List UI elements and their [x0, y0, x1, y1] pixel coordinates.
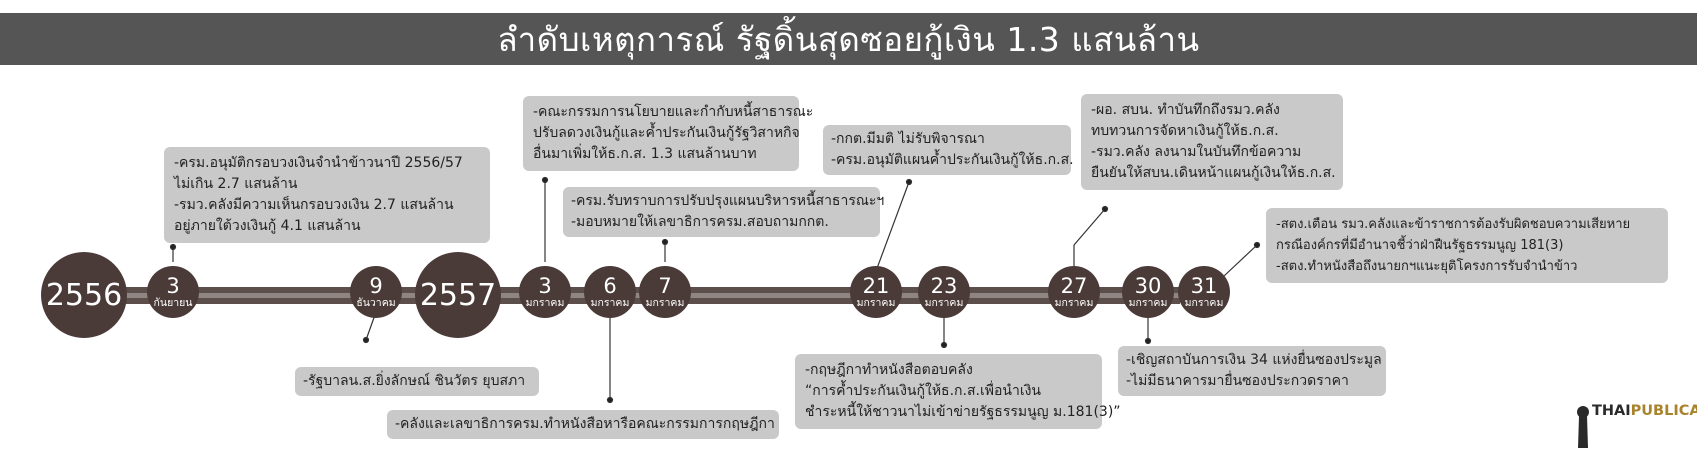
logo-text: THAIPUBLICA: [1592, 403, 1697, 419]
event-text: -คณะกรรมการนโยบายและกำกับหนี้สาธารณะ: [533, 104, 814, 120]
event-box: -ครม.รับทราบการปรับปรุงแผนบริหารหนี้สาธา…: [563, 187, 885, 237]
date-month: มกราคม: [1128, 296, 1168, 309]
event-text: อื่นมาเพิ่มให้ธ.ก.ส. 1.3 แสนล้านบาท: [533, 146, 757, 162]
date-day: 3: [538, 273, 552, 298]
date-month: มกราคม: [856, 296, 896, 309]
date-day: 9: [369, 273, 383, 298]
event-text: -มอบหมายให้เลขาธิการครม.สอบถามกกต.: [571, 214, 829, 230]
page-title: ลำดับเหตุการณ์ รัฐดิ้นสุดซอยกู้เงิน 1.3 …: [0, 13, 1697, 65]
event-box: -กฤษฎีกาทำหนังสือตอบคลัง “การค้ำประกันเง…: [795, 354, 1121, 429]
event-box: -รัฐบาลน.ส.ยิ่งลักษณ์ ชินวัตร ยุบสภา: [295, 367, 539, 396]
event-text: ยืนยันให้สบน.เดินหน้าแผนกู้เงินให้ธ.ก.ส.: [1091, 165, 1336, 181]
thaipublica-logo: THAIPUBLICA: [1570, 398, 1697, 448]
event-text: อยู่ภายใต้วงเงินกู้ 4.1 แสนล้าน: [174, 218, 361, 234]
event-text: -กฤษฎีกาทำหนังสือตอบคลัง: [805, 362, 973, 378]
date-day: 7: [658, 273, 672, 298]
event-text: -เชิญสถาบันการเงิน 34 แห่งยื่นซองประมูล: [1126, 352, 1382, 368]
event-text: ทบทวนการจัดหาเงินกู้ให้ธ.ก.ส.: [1091, 123, 1279, 139]
event-text: -คลังและเลขาธิการครม.ทำหนังสือหารือคณะกร…: [395, 416, 775, 432]
date-day: 31: [1190, 273, 1218, 298]
event-text: -รัฐบาลน.ส.ยิ่งลักษณ์ ชินวัตร ยุบสภา: [303, 373, 526, 389]
event-text: -สตง.ทำหนังสือถึงนายกฯแนะยุติโครงการรับจ…: [1276, 259, 1578, 274]
event-text: “การค้ำประกันเงินกู้ให้ธ.ก.ส.เพื่อนำเงิน: [805, 383, 1042, 399]
date-day: 27: [1060, 273, 1088, 298]
date-day: 21: [862, 273, 890, 298]
date-month: มกราคม: [924, 296, 964, 309]
logo-text-part1: THAI: [1592, 403, 1631, 419]
date-month: มกราคม: [590, 296, 630, 309]
logo-text-part2: PUBLICA: [1630, 403, 1697, 419]
date-day: 3: [166, 273, 180, 298]
event-text: -สตง.เตือน รมว.คลังและข้าราชการต้องรับผิ…: [1276, 217, 1631, 232]
event-text: -ครม.อนุมัติแผนค้ำประกันเงินกู้ให้ธ.ก.ส.: [831, 152, 1074, 168]
event-text: -กกต.มีมติ ไม่รับพิจารณา: [831, 131, 985, 147]
event-box: -เชิญสถาบันการเงิน 34 แห่งยื่นซองประมูล …: [1118, 346, 1386, 396]
date-month: มกราคม: [1184, 296, 1224, 309]
event-text: กรณีองค์กรที่มีอำนาจชี้ว่าฝ่าฝืนรัฐธรรมน…: [1276, 238, 1564, 253]
event-box: -กกต.มีมติ ไม่รับพิจารณา -ครม.อนุมัติแผน…: [823, 125, 1074, 175]
date-month: ธันวาคม: [356, 296, 396, 309]
year-node-2557: 2557: [415, 252, 501, 338]
date-month: มกราคม: [1054, 296, 1094, 309]
event-box: -ครม.อนุมัติกรอบวงเงินจำนำข้าวนาปี 2556/…: [164, 147, 490, 243]
event-box: -สตง.เตือน รมว.คลังและข้าราชการต้องรับผิ…: [1266, 208, 1668, 283]
event-text: ไม่เกิน 2.7 แสนล้าน: [174, 176, 298, 192]
date-month: มกราคม: [525, 296, 565, 309]
event-text: -รมว.คลัง ลงนามในบันทึกข้อความ: [1091, 144, 1302, 160]
event-text: -ครม.รับทราบการปรับปรุงแผนบริหารหนี้สาธา…: [571, 193, 885, 209]
event-text: -ไม่มีธนาคารมายื่นซองประกวดราคา: [1126, 373, 1349, 389]
event-box: -ผอ. สบน. ทำบันทึกถึงรมว.คลัง ทบทวนการจั…: [1081, 94, 1343, 190]
year-label: 2557: [419, 277, 497, 313]
date-day: 30: [1134, 273, 1162, 298]
date-month: มกราคม: [645, 296, 685, 309]
date-month: กันยายน: [153, 296, 193, 309]
event-box: -คณะกรรมการนโยบายและกำกับหนี้สาธารณะ ปรั…: [523, 96, 814, 171]
event-text: ปรับลดวงเงินกู้และค้ำประกันเงินกู้รัฐวิส…: [533, 125, 800, 141]
year-node-2556: 2556: [41, 252, 127, 338]
date-day: 23: [930, 273, 958, 298]
event-text: -ครม.อนุมัติกรอบวงเงินจำนำข้าวนาปี 2556/…: [174, 155, 463, 171]
keyhole-icon: [1577, 406, 1589, 448]
event-text: -ผอ. สบน. ทำบันทึกถึงรมว.คลัง: [1091, 102, 1280, 118]
event-text: ชำระหนี้ให้ชาวนาไม่เข้าข่ายรัฐธรรมนูญ ม.…: [805, 404, 1121, 420]
event-box: -คลังและเลขาธิการครม.ทำหนังสือหารือคณะกร…: [387, 410, 779, 439]
event-text: -รมว.คลังมีความเห็นกรอบวงเงิน 2.7 แสนล้า…: [174, 197, 454, 213]
year-label: 2556: [45, 277, 123, 313]
date-day: 6: [603, 273, 617, 298]
